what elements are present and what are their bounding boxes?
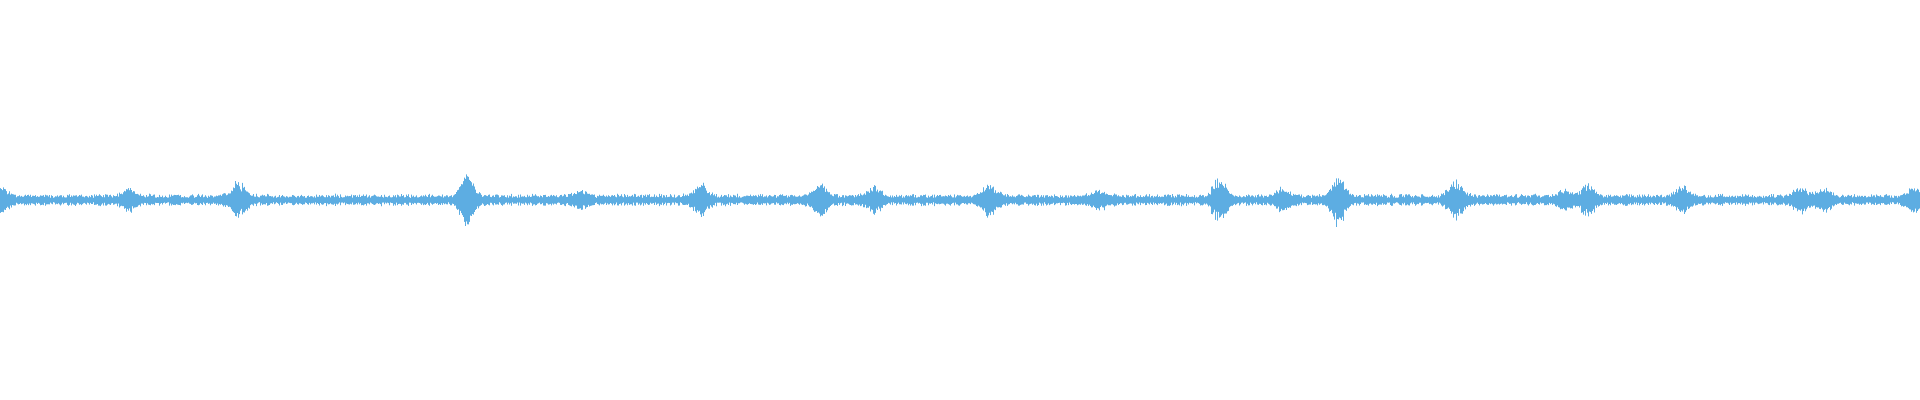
waveform-bars [0, 174, 1920, 227]
